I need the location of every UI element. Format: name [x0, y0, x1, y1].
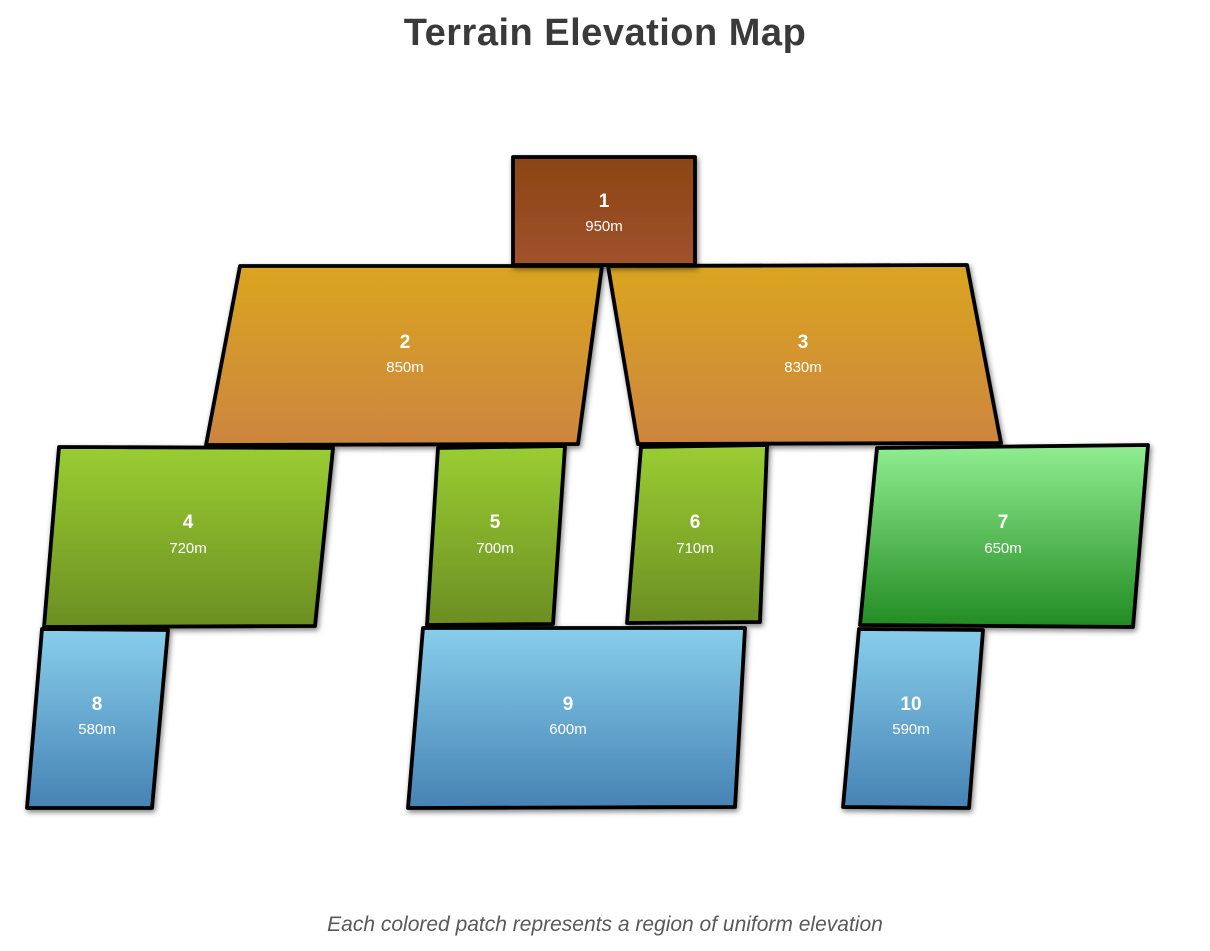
- terrain-patch-4: [42, 445, 335, 629]
- terrain-patch-6: [625, 443, 769, 625]
- patch-3-number-label: 3: [798, 332, 809, 353]
- terrain-patch-10: [841, 627, 985, 810]
- patch-9-elevation-label: 600m: [549, 721, 587, 738]
- patch-2-number-label: 2: [400, 332, 411, 353]
- patch-6-number-label: 6: [690, 512, 701, 533]
- patch-5-number-label: 5: [490, 512, 501, 533]
- terrain-patch-7: [858, 443, 1150, 629]
- terrain-patch-1: [511, 155, 697, 267]
- patch-3-elevation-label: 830m: [784, 359, 822, 376]
- terrain-patch-5: [425, 444, 567, 627]
- patch-5-elevation-label: 700m: [476, 540, 514, 557]
- patch-2-elevation-label: 850m: [386, 359, 424, 376]
- patch-4-elevation-label: 720m: [169, 540, 207, 557]
- terrain-patch-8: [25, 627, 170, 810]
- patch-10-elevation-label: 590m: [892, 721, 930, 738]
- patch-8-elevation-label: 580m: [78, 721, 116, 738]
- figure-caption: Each colored patch represents a region o…: [327, 913, 883, 936]
- patch-10-number-label: 10: [900, 694, 921, 715]
- patch-9-number-label: 9: [563, 694, 574, 715]
- patch-7-elevation-label: 650m: [984, 540, 1022, 557]
- patch-1-elevation-label: 950m: [585, 218, 623, 235]
- patch-6-elevation-label: 710m: [676, 540, 714, 557]
- terrain-patch-2: [204, 264, 604, 447]
- patch-7-number-label: 7: [998, 512, 1009, 533]
- terrain-patch-3: [606, 263, 1003, 446]
- patch-1-number-label: 1: [599, 191, 610, 212]
- patch-4-number-label: 4: [183, 512, 194, 533]
- page-title: Terrain Elevation Map: [403, 12, 807, 54]
- patch-8-number-label: 8: [92, 694, 103, 715]
- terrain-patch-9: [406, 626, 747, 810]
